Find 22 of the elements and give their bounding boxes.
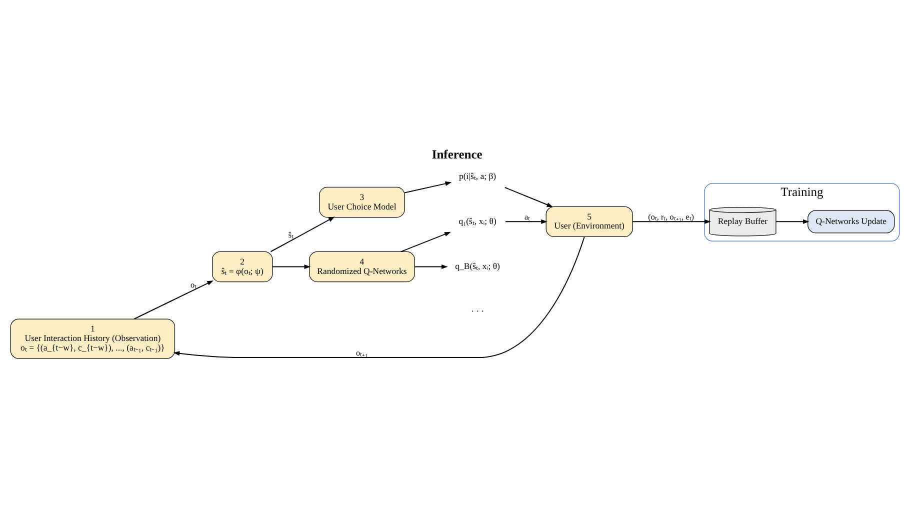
arrow (632, 219, 711, 224)
arrow (404, 181, 452, 194)
node-text: q_B(ŝₜ, xᵢ; θ) (455, 261, 500, 272)
node-box: 2 ŝₜ = φ(oₜ; ψ) (212, 251, 273, 282)
node-box: Q-Networks Update (808, 210, 895, 234)
diagram-title: Inference (432, 147, 482, 162)
label: · · · (470, 306, 484, 316)
arrow (504, 186, 554, 208)
arrow (400, 232, 451, 252)
arrow (505, 219, 548, 224)
node-box: 1 User Interaction History (Observation) oₜ = {(a_{t−w}, c_{t−w}), ..., (aₜ₋₁, cₜ₋₁)} (10, 318, 176, 359)
arrow (173, 236, 585, 358)
node-text: p(i|ŝₜ, a; β) (458, 170, 496, 181)
node-box: 5 User (Environment) (546, 206, 633, 237)
node-box: 4 Randomized Q-Networks (309, 251, 415, 282)
arrow (776, 219, 810, 224)
arrow (272, 264, 311, 269)
node-box: 3 User Choice Model (319, 186, 405, 218)
arrow (134, 280, 214, 320)
node-text: q₁(ŝₜ, xᵢ; θ) (458, 216, 496, 226)
arrow (414, 264, 448, 269)
arrow (270, 216, 335, 252)
